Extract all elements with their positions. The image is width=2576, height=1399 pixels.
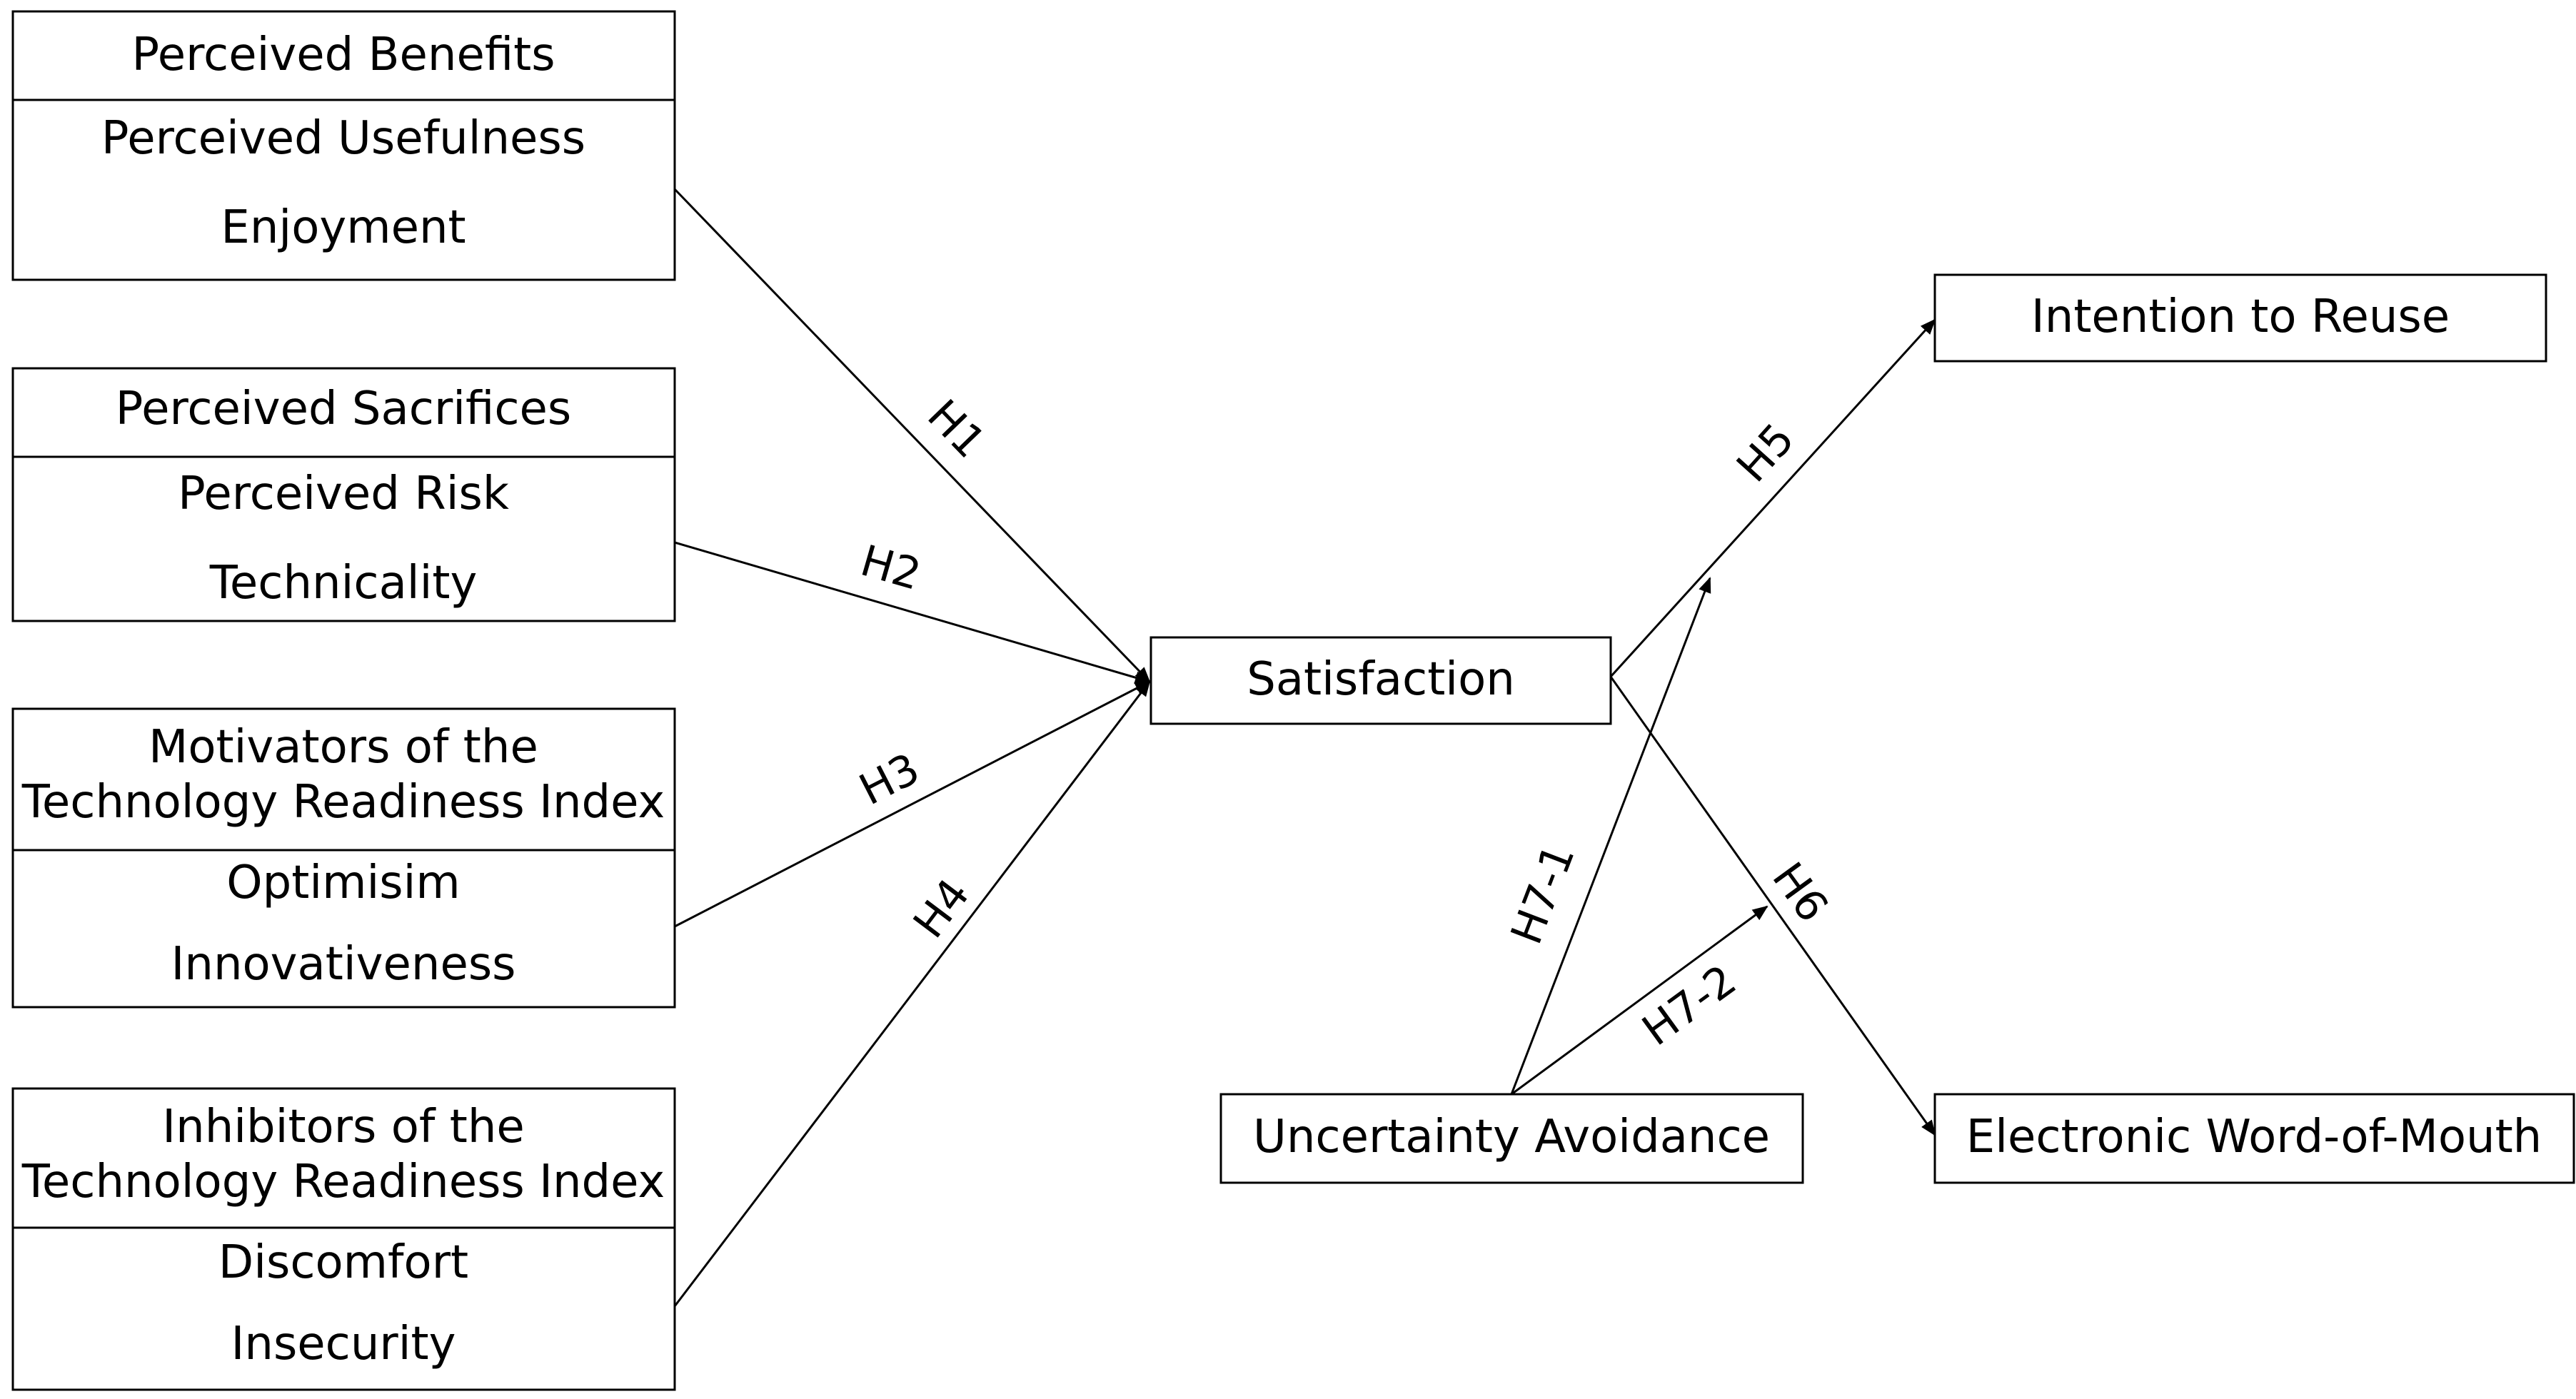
arrow-h6	[1609, 676, 1936, 1136]
motivators-tri-group: Motivators of the Technology Readiness I…	[11, 707, 676, 1009]
perceived-benefits-group: Perceived Benefits Perceived Usefulness …	[11, 10, 676, 281]
enjoyment-item: Enjoyment	[221, 201, 466, 254]
ewom-label: Electronic Word-of-Mouth	[1966, 1111, 2542, 1163]
perceived-sacrifices-header: Perceived Sacrifices	[116, 383, 572, 435]
discomfort-item: Discomfort	[218, 1236, 468, 1289]
ewom-node: Electronic Word-of-Mouth	[1933, 1093, 2575, 1184]
satisfaction-label: Satisfaction	[1247, 653, 1515, 706]
arrow-h5	[1609, 318, 1936, 678]
arrow-h2	[674, 541, 1151, 685]
arrow-h7-1	[1510, 577, 1711, 1095]
arrow-h4	[673, 680, 1151, 1307]
label-h3: H3	[852, 744, 927, 815]
motivators-header-line2: Technology Readiness Index	[21, 776, 665, 829]
label-h4: H4	[904, 870, 980, 948]
inhibitors-tri-group: Inhibitors of the Technology Readiness I…	[11, 1087, 676, 1391]
optimisim-item: Optimisim	[226, 857, 460, 909]
label-h6: H6	[1762, 854, 1838, 931]
label-h1: H1	[917, 390, 995, 468]
arrow-h7-2	[1511, 905, 1769, 1096]
intention-to-reuse-node: Intention to Reuse	[1933, 273, 2547, 363]
perceived-risk-item: Perceived Risk	[178, 468, 509, 520]
intention-to-reuse-label: Intention to Reuse	[2031, 291, 2450, 343]
arrow-h1	[673, 188, 1151, 683]
perceived-sacrifices-group: Perceived Sacrifices Perceived Risk Tech…	[11, 367, 676, 622]
inhibitors-header-line2: Technology Readiness Index	[21, 1156, 665, 1208]
satisfaction-node: Satisfaction	[1149, 636, 1612, 725]
motivators-header-line1: Motivators of the	[149, 721, 538, 774]
perceived-usefulness-item: Perceived Usefulness	[101, 112, 585, 165]
label-h2: H2	[855, 536, 926, 600]
arrow-h3	[674, 680, 1151, 928]
perceived-benefits-header: Perceived Benefits	[131, 29, 555, 81]
insecurity-item: Insecurity	[231, 1318, 456, 1370]
uncertainty-avoidance-label: Uncertainty Avoidance	[1253, 1111, 1770, 1163]
technicality-item: Technicality	[209, 557, 478, 610]
label-h7-2: H7-2	[1634, 955, 1746, 1056]
inhibitors-header-line1: Inhibitors of the	[162, 1101, 525, 1153]
innovativeness-item: Innovativeness	[171, 938, 516, 991]
label-h5: H5	[1727, 414, 1804, 492]
uncertainty-avoidance-node: Uncertainty Avoidance	[1219, 1093, 1804, 1184]
